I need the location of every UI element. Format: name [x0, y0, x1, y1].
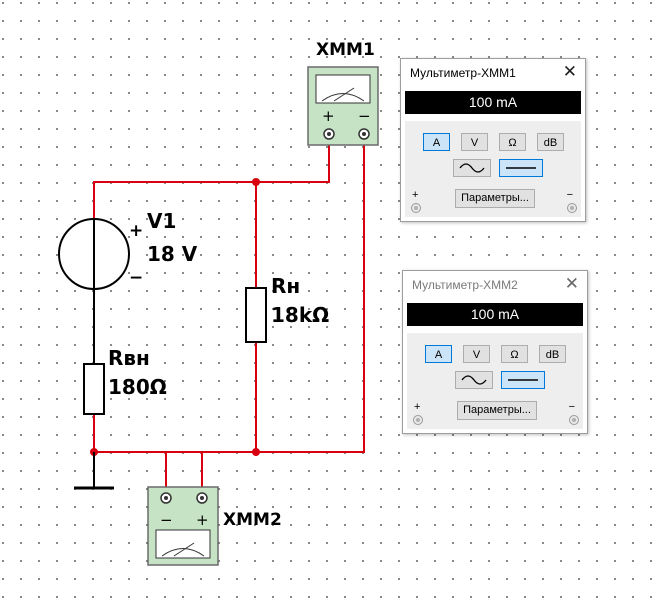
v1-label: V1 [147, 209, 176, 233]
junction-node [252, 448, 260, 456]
close-icon[interactable]: ✕ [562, 62, 577, 81]
v1-plus-sign: + [129, 221, 143, 241]
mode-voltmeter-button[interactable]: V [461, 133, 488, 151]
r-load-value: 18kΩ [271, 303, 329, 327]
terminal-plus-label: + [414, 401, 421, 413]
xmm2-label: XMM2 [223, 510, 282, 530]
terminal-plus[interactable] [411, 203, 421, 213]
ac-mode-button[interactable] [453, 159, 491, 177]
v1-minus-sign: − [129, 268, 143, 288]
circuit-wires [90, 142, 365, 488]
close-icon[interactable]: ✕ [564, 274, 579, 293]
xmm1-plus-sign: + [322, 107, 335, 125]
r-internal-value: 180Ω [108, 375, 167, 399]
window-title: Мультиметр-XMM2 [412, 278, 518, 292]
dc-mode-button[interactable] [501, 371, 545, 389]
terminal-plus[interactable] [413, 415, 423, 425]
multimeter-window-xmm1[interactable]: Мультиметр-XMM1 ✕ 100 mA A V Ω dB + Пара… [400, 58, 586, 222]
mode-ammeter-button[interactable]: A [423, 133, 450, 151]
terminal-plus-label: + [412, 189, 419, 201]
resistor-r-internal[interactable]: Rвн 180Ω [83, 290, 167, 415]
multimeter-xmm2-symbol[interactable]: − + XMM2 [147, 486, 282, 566]
ac-wave-icon [461, 375, 487, 385]
dc-line-icon [506, 167, 536, 169]
terminal-minus-label: − [568, 401, 575, 413]
reading-display: 100 mA [405, 91, 581, 114]
ac-mode-button[interactable] [455, 371, 493, 389]
window-title-bar[interactable]: Мультиметр-XMM1 ✕ [401, 59, 585, 87]
window-title-bar[interactable]: Мультиметр-XMM2 ✕ [403, 271, 587, 299]
xmm1-label: XMM1 [316, 40, 375, 60]
mode-decibel-button[interactable]: dB [537, 133, 564, 151]
control-panel: A V Ω dB + Параметры... − [407, 333, 583, 429]
xmm1-minus-sign: − [358, 107, 371, 125]
resistor-r-load[interactable]: Rн 18kΩ [245, 274, 329, 343]
reading-display: 100 mA [407, 303, 583, 326]
mode-voltmeter-button[interactable]: V [463, 345, 490, 363]
parameters-button[interactable]: Параметры... [455, 189, 535, 208]
terminal-minus-label: − [566, 189, 573, 201]
terminal-minus[interactable] [569, 415, 579, 425]
dc-mode-button[interactable] [499, 159, 543, 177]
mode-ammeter-button[interactable]: A [425, 345, 452, 363]
ground-symbol [74, 452, 114, 490]
r-load-label: Rн [271, 274, 300, 298]
dc-line-icon [508, 379, 538, 381]
multimeter-xmm1-symbol[interactable]: XMM1 + − [307, 40, 379, 146]
r-internal-label: Rвн [108, 346, 150, 370]
v1-value: 18 V [147, 242, 198, 266]
window-title: Мультиметр-XMM1 [410, 66, 516, 80]
ac-wave-icon [459, 163, 485, 173]
mode-ohmmeter-button[interactable]: Ω [499, 133, 526, 151]
parameters-button[interactable]: Параметры... [457, 401, 537, 420]
mode-ohmmeter-button[interactable]: Ω [501, 345, 528, 363]
multimeter-window-xmm2[interactable]: Мультиметр-XMM2 ✕ 100 mA A V Ω dB + Пара… [402, 270, 588, 434]
xmm2-minus-sign: − [160, 511, 173, 529]
xmm2-plus-sign: + [196, 511, 209, 529]
junction-node [252, 178, 260, 186]
control-panel: A V Ω dB + Параметры... − [405, 121, 581, 217]
terminal-minus[interactable] [567, 203, 577, 213]
voltage-source-v1[interactable]: + − V1 18 V [58, 209, 198, 290]
mode-decibel-button[interactable]: dB [539, 345, 566, 363]
